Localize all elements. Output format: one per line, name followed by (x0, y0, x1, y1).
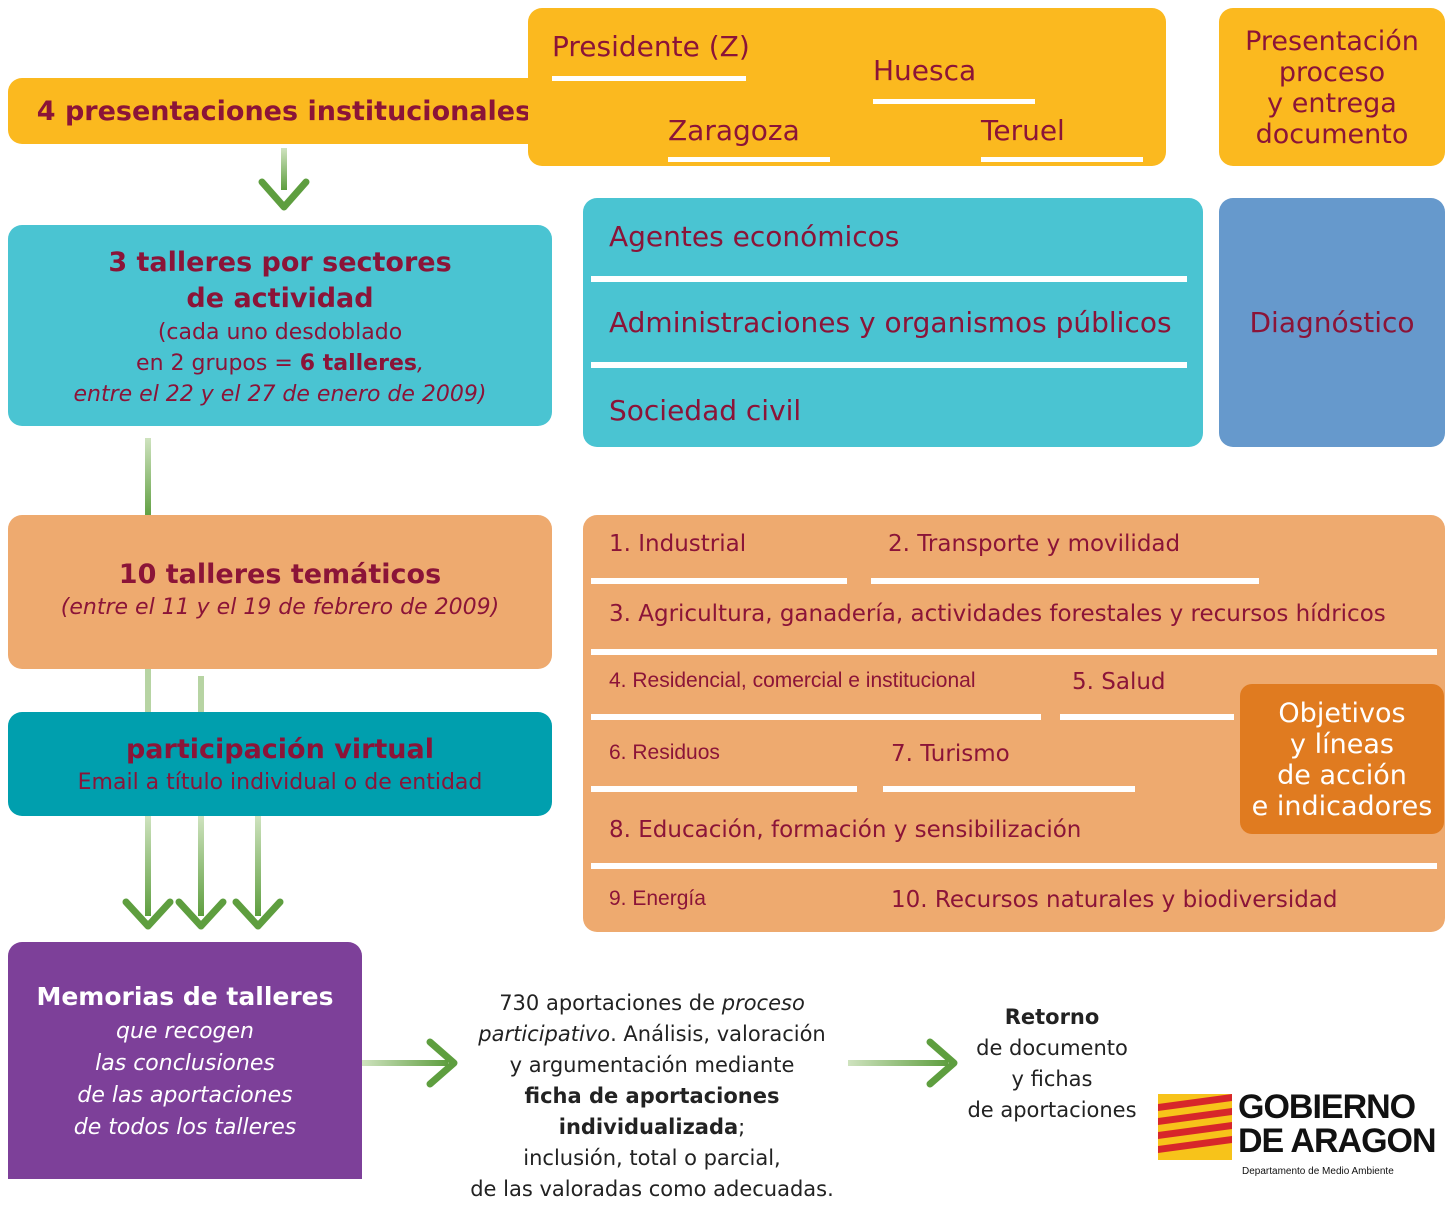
sector-workshops-detail: (cada uno desdoblado en 2 grupos = 6 tal… (73, 320, 487, 407)
logo-subtitle: Departamento de Medio Ambiente (1242, 1166, 1394, 1177)
places-box: Presidente (Z) Huesca Zaragoza Teruel (528, 8, 1166, 166)
place-huesca: Huesca (873, 54, 977, 87)
place-zaragoza: Zaragoza (668, 114, 800, 147)
topic-9: 9. Energía (609, 887, 706, 910)
connector-line-3 (198, 676, 204, 716)
thematic-workshops-box: 10 talleres temáticos (entre el 11 y el … (8, 515, 552, 669)
retorno-text: Retorno de documento y fichas de aportac… (967, 1005, 1137, 1122)
aragon-flag-icon (1158, 1094, 1232, 1160)
institutional-presentations-title: 4 presentaciones institucionales (36, 96, 532, 127)
topic-7: 7. Turismo (891, 741, 1010, 767)
arrow-down-4 (232, 816, 284, 930)
place-teruel: Teruel (981, 114, 1065, 147)
divider (883, 786, 1135, 792)
arrow-right-1 (362, 1038, 458, 1088)
arrow-right-2 (848, 1038, 958, 1088)
memorias-title: Memorias de talleres (36, 982, 334, 1011)
divider (591, 578, 847, 584)
gobierno-aragon-logo: GOBIERNO DE ARAGON Departamento de Medio… (1158, 1088, 1450, 1179)
sector-workshops-box: 3 talleres por sectores de actividad (ca… (8, 225, 552, 426)
presentation-delivery-box: Presentación proceso y entrega documento (1219, 8, 1445, 166)
arrow-down-1 (258, 148, 310, 211)
diagnostico-label: Diagnóstico (1249, 306, 1415, 339)
objectives-label: Objetivos y líneas de acción e indicador… (1251, 698, 1433, 822)
topic-8: 8. Educación, formación y sensibilizació… (609, 817, 1082, 843)
topic-2: 2. Transporte y movilidad (888, 531, 1181, 557)
connector-line-2 (145, 668, 151, 716)
sector-sociedad-civil: Sociedad civil (609, 394, 802, 427)
objectives-box: Objetivos y líneas de acción e indicador… (1240, 684, 1444, 834)
presentation-delivery-label: Presentación proceso y entrega documento (1245, 26, 1419, 150)
topic-5: 5. Salud (1072, 669, 1166, 695)
topic-3: 3. Agricultura, ganadería, actividades f… (609, 601, 1386, 627)
arrow-down-2 (122, 816, 174, 930)
topics-box: 1. Industrial 2. Transporte y movilidad … (583, 515, 1445, 932)
thematic-workshops-title: 10 talleres temáticos (118, 559, 442, 590)
memorias-description: que recogen las conclusiones de las apor… (73, 1019, 297, 1140)
sector-workshops-title: 3 talleres por sectores de actividad (108, 247, 452, 314)
institutional-presentations-box: 4 presentaciones institucionales (8, 78, 560, 144)
place-presidente: Presidente (Z) (552, 30, 750, 63)
topic-1: 1. Industrial (609, 531, 747, 557)
connector-line-1 (145, 438, 151, 518)
divider (591, 714, 1041, 720)
virtual-participation-title: participación virtual (125, 734, 435, 765)
thematic-workshops-dates: (entre el 11 y el 19 de febrero de 2009) (60, 595, 500, 620)
memorias-box: Memorias de talleres que recogen las con… (8, 942, 362, 1179)
logo-line-2: DE ARAGON (1238, 1122, 1437, 1160)
sector-agentes: Agentes económicos (609, 220, 900, 253)
topic-10: 10. Recursos naturales y biodiversidad (891, 887, 1338, 913)
diagnostico-box: Diagnóstico (1219, 198, 1445, 447)
divider (871, 578, 1259, 584)
divider (668, 157, 830, 162)
logo-line-1: GOBIERNO (1238, 1088, 1416, 1126)
divider (552, 76, 746, 81)
virtual-participation-box: participación virtual Email a título ind… (8, 712, 552, 816)
divider (591, 649, 1437, 655)
divider (591, 863, 1437, 869)
topic-4: 4. Residencial, comercial e instituciona… (609, 669, 976, 692)
arrow-down-3 (175, 816, 227, 930)
divider (873, 99, 1035, 104)
divider (591, 362, 1187, 368)
topic-6: 6. Residuos (609, 741, 720, 764)
divider (1060, 714, 1234, 720)
divider (591, 786, 857, 792)
aportaciones-text: 730 aportaciones de proceso participativ… (470, 991, 834, 1201)
sectors-box: Agentes económicos Administraciones y or… (583, 198, 1203, 447)
virtual-participation-sub: Email a título individual o de entidad (77, 770, 483, 795)
divider (591, 276, 1187, 282)
sector-administraciones: Administraciones y organismos públicos (609, 306, 1172, 339)
divider (981, 157, 1143, 162)
flow-connectors (122, 148, 958, 1088)
